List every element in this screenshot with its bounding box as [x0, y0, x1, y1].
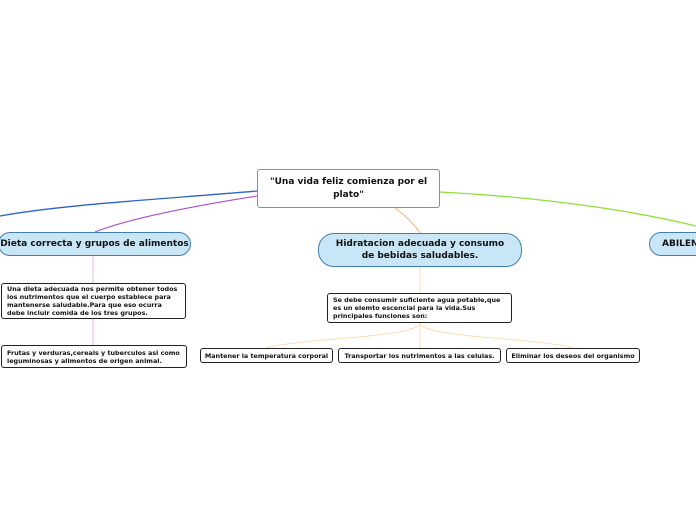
subtopic-grupos-alimentos[interactable]: Frutas y verduras,cereals y tuberculos a…	[1, 345, 187, 368]
topic-dieta-correcta[interactable]: Dieta correcta y grupos de alimentos	[0, 232, 191, 256]
link-abilen	[439, 191, 696, 227]
subtopic-transportar-text: Transportar los nutrimentos a las celula…	[344, 351, 495, 360]
topic-hidratacion-label: Hidratacion adecuada y consumo de bebida…	[335, 239, 505, 261]
topic-abilen[interactable]: ABILEN	[649, 232, 696, 256]
subtopic-agua-potable-text: Se debe consumir suficiente agua potable…	[333, 296, 501, 320]
topic-dieta-label: Dieta correcta y grupos de alimentos	[0, 239, 189, 249]
subtopic-temperatura-text: Mantener la temperatura corporal	[204, 351, 329, 360]
subtopic-agua-potable[interactable]: Se debe consumir suficiente agua potable…	[327, 293, 512, 323]
link-function-3	[419, 322, 574, 349]
link-function-1	[265, 322, 421, 349]
topic-hidratacion[interactable]: Hidratacion adecuada y consumo de bebida…	[318, 233, 522, 267]
link-far-left	[0, 190, 258, 217]
link-hidratacion	[394, 207, 421, 234]
link-dieta	[94, 195, 258, 233]
subtopic-dieta-adecuada-text: Una dieta adecuada nos permite obtener t…	[7, 285, 178, 317]
subtopic-transportar[interactable]: Transportar los nutrimentos a las celula…	[338, 348, 501, 363]
subtopic-temperatura[interactable]: Mantener la temperatura corporal	[200, 348, 333, 363]
subtopic-dieta-adecuada[interactable]: Una dieta adecuada nos permite obtener t…	[1, 283, 186, 319]
central-topic-label: "Una vida feliz comienza por el plato"	[269, 176, 428, 200]
subtopic-eliminar[interactable]: Eliminar los deseos del organismo	[506, 348, 640, 363]
topic-abilen-label: ABILEN	[662, 239, 696, 249]
central-topic[interactable]: "Una vida feliz comienza por el plato"	[257, 169, 440, 208]
subtopic-grupos-alimentos-text: Frutas y verduras,cereals y tuberculos a…	[7, 348, 180, 365]
subtopic-eliminar-text: Eliminar los deseos del organismo	[511, 351, 635, 360]
